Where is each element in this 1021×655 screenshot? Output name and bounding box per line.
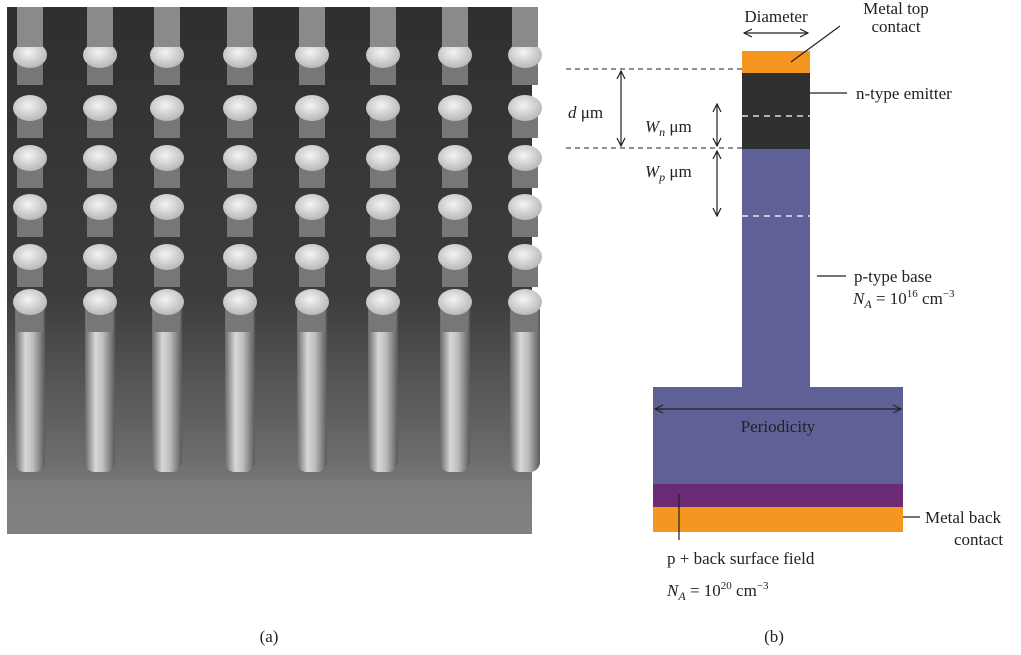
nanowire-array [7, 7, 542, 534]
nanowire-tip [223, 95, 257, 121]
bsf-doping-label: NA = 1020 cm−3 [666, 580, 769, 603]
nanowire-stem [154, 7, 180, 47]
nanowire-tip [13, 95, 47, 121]
diameter-label: Diameter [744, 7, 808, 26]
nanowire-tip [508, 194, 542, 220]
nanowire [152, 300, 182, 472]
nanowire-tip [83, 194, 117, 220]
nanowire-tip [295, 289, 329, 315]
nanowire-tip [366, 42, 400, 68]
nanowire-tip [295, 145, 329, 171]
wn-label: Wn μm [645, 117, 692, 139]
base-doping-label: NA = 1016 cm−3 [852, 288, 955, 311]
nanowire-tip [295, 95, 329, 121]
base-substrate [653, 387, 903, 485]
substrate [7, 480, 532, 534]
nanowire-tip [508, 95, 542, 121]
wp-label: Wp μm [645, 162, 692, 184]
nanowire-tip [150, 145, 184, 171]
nanowire [510, 300, 540, 472]
nanowire-tip [508, 289, 542, 315]
nanowire [85, 300, 115, 472]
nanowire-tip [223, 42, 257, 68]
metal-back-contact [653, 507, 903, 532]
nanowire-tip [223, 289, 257, 315]
nanowire-tip [438, 244, 472, 270]
nanowire-tip [83, 95, 117, 121]
nanowire-tip [438, 95, 472, 121]
nanowire [440, 300, 470, 472]
nanowire-tip [13, 42, 47, 68]
nanowire [15, 300, 45, 472]
nanowire-tip [150, 244, 184, 270]
nanowire-tip [223, 194, 257, 220]
nanowire-tip [366, 289, 400, 315]
nanowire-stem [370, 7, 396, 47]
bsf-label: p + back surface field [667, 549, 815, 568]
nanowire [297, 300, 327, 472]
top-contact-leader [790, 25, 841, 63]
back-surface-field [653, 484, 903, 508]
emitter-label: n-type emitter [856, 84, 952, 103]
periodicity-label: Periodicity [741, 417, 816, 436]
caption-a: (a) [260, 627, 279, 646]
nanowire-tip [295, 194, 329, 220]
nanowire-tip [366, 145, 400, 171]
nanowire-tip [508, 42, 542, 68]
sem-image [7, 7, 542, 534]
nanowire [225, 300, 255, 472]
nanowire-tip [438, 145, 472, 171]
nanowire-tip [295, 244, 329, 270]
nanowire-tip [438, 194, 472, 220]
nanowire-tip [150, 42, 184, 68]
top-contact-label-2: contact [871, 17, 920, 36]
nanowire-stem [442, 7, 468, 47]
nanowire-tip [223, 244, 257, 270]
nanowire-tip [366, 95, 400, 121]
nanowire-tip [150, 95, 184, 121]
nanowire-tip [508, 145, 542, 171]
caption-b: (b) [764, 627, 784, 646]
nanowire-stem [299, 7, 325, 47]
nanowire-stem [87, 7, 113, 47]
nanowire-tip [438, 289, 472, 315]
nanowire-tip [295, 42, 329, 68]
back-contact-label-1: Metal back [925, 508, 1001, 527]
nanowire-tip [150, 289, 184, 315]
nanowire-tip [366, 194, 400, 220]
p-type-base-wire [742, 148, 810, 390]
nanowire-tip [83, 42, 117, 68]
base-label: p-type base [854, 267, 932, 286]
n-type-emitter [742, 72, 810, 149]
nanowire-tip [13, 289, 47, 315]
nanowire [368, 300, 398, 472]
nanowire-tip [366, 244, 400, 270]
metal-top-contact [742, 51, 810, 73]
nanowire-tip [83, 244, 117, 270]
nanowire-tip [83, 145, 117, 171]
nanowire-tip [83, 289, 117, 315]
nanowire-tip [13, 244, 47, 270]
nanowire-tip [13, 194, 47, 220]
top-contact-label-1: Metal top [863, 0, 929, 18]
nanowire-tip [438, 42, 472, 68]
nanowire-tip [223, 145, 257, 171]
nanowire-stem [227, 7, 253, 47]
nanowire-tip [150, 194, 184, 220]
back-contact-label-2: contact [954, 530, 1003, 549]
nanowire-tip [13, 145, 47, 171]
nanowire-tip [508, 244, 542, 270]
nanowire-stem [17, 7, 43, 47]
nanowire-stem [512, 7, 538, 47]
schematic [566, 25, 920, 540]
d-label: d μm [568, 103, 603, 122]
